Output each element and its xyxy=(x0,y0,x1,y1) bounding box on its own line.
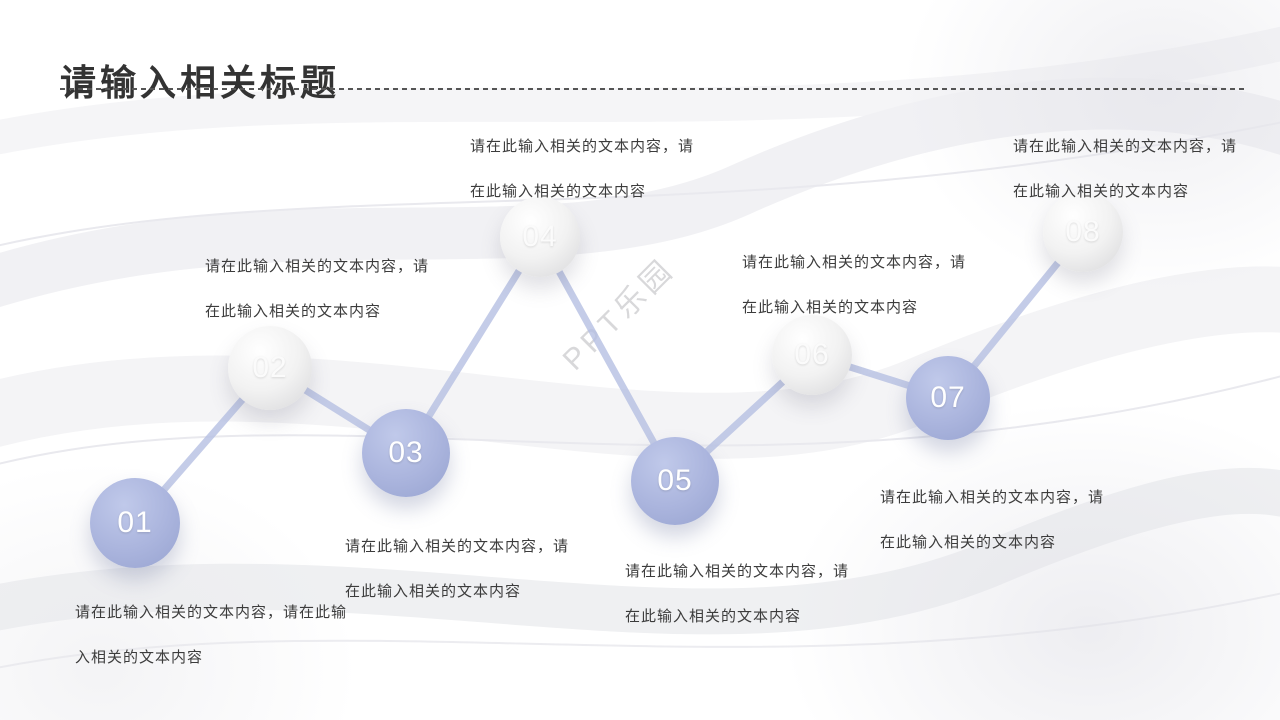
step-number: 07 xyxy=(930,381,966,414)
step-text-08: 请在此输入相关的文本内容，请 在此输入相关的文本内容 xyxy=(1013,124,1237,214)
step-text-line2: 在此输入相关的文本内容 xyxy=(470,183,647,200)
step-number: 08 xyxy=(1065,215,1101,248)
step-text-line2: 在此输入相关的文本内容 xyxy=(205,303,382,320)
step-node-01: 01 xyxy=(90,478,180,568)
step-text-05: 请在此输入相关的文本内容，请 在此输入相关的文本内容 xyxy=(625,549,849,639)
step-number: 06 xyxy=(794,338,830,371)
step-node-07: 07 xyxy=(906,356,990,440)
step-text-line1: 请在此输入相关的文本内容，请 xyxy=(470,138,695,155)
step-text-06: 请在此输入相关的文本内容，请 在此输入相关的文本内容 xyxy=(742,240,966,330)
step-number: 02 xyxy=(252,351,288,384)
step-node-04: 04 xyxy=(500,197,580,277)
step-text-line2: 在此输入相关的文本内容 xyxy=(345,583,522,600)
step-text-02: 请在此输入相关的文本内容，请 在此输入相关的文本内容 xyxy=(205,244,429,334)
step-text-01: 请在此输入相关的文本内容，请在此输 入相关的文本内容 xyxy=(75,590,347,680)
step-node-05: 05 xyxy=(631,437,719,525)
step-text-line2: 在此输入相关的文本内容 xyxy=(742,299,919,316)
slide-title: 请输入相关标题 xyxy=(60,62,341,105)
step-number: 01 xyxy=(117,506,153,539)
step-text-line2: 入相关的文本内容 xyxy=(75,649,204,666)
step-text-07: 请在此输入相关的文本内容，请 在此输入相关的文本内容 xyxy=(880,475,1104,565)
step-text-line1: 请在此输入相关的文本内容，请 xyxy=(880,489,1105,506)
step-text-line1: 请在此输入相关的文本内容，请 xyxy=(205,258,430,275)
step-text-04: 请在此输入相关的文本内容，请 在此输入相关的文本内容 xyxy=(470,124,694,214)
step-text-line1: 请在此输入相关的文本内容，请 xyxy=(742,254,967,271)
step-node-02: 02 xyxy=(228,326,312,410)
step-text-line1: 请在此输入相关的文本内容，请 xyxy=(345,538,570,555)
step-number: 04 xyxy=(522,220,558,253)
step-node-03: 03 xyxy=(362,409,450,497)
step-text-line2: 在此输入相关的文本内容 xyxy=(1013,183,1190,200)
step-text-line2: 在此输入相关的文本内容 xyxy=(625,608,802,625)
step-text-line1: 请在此输入相关的文本内容，请 xyxy=(625,563,850,580)
title-divider xyxy=(60,88,1245,90)
step-number: 03 xyxy=(388,436,424,469)
step-text-line2: 在此输入相关的文本内容 xyxy=(880,534,1057,551)
step-text-line1: 请在此输入相关的文本内容，请在此输 xyxy=(75,604,348,621)
step-text-03: 请在此输入相关的文本内容，请 在此输入相关的文本内容 xyxy=(345,524,569,614)
step-number: 05 xyxy=(657,464,693,497)
step-node-06: 06 xyxy=(772,315,852,395)
step-text-line1: 请在此输入相关的文本内容，请 xyxy=(1013,138,1238,155)
